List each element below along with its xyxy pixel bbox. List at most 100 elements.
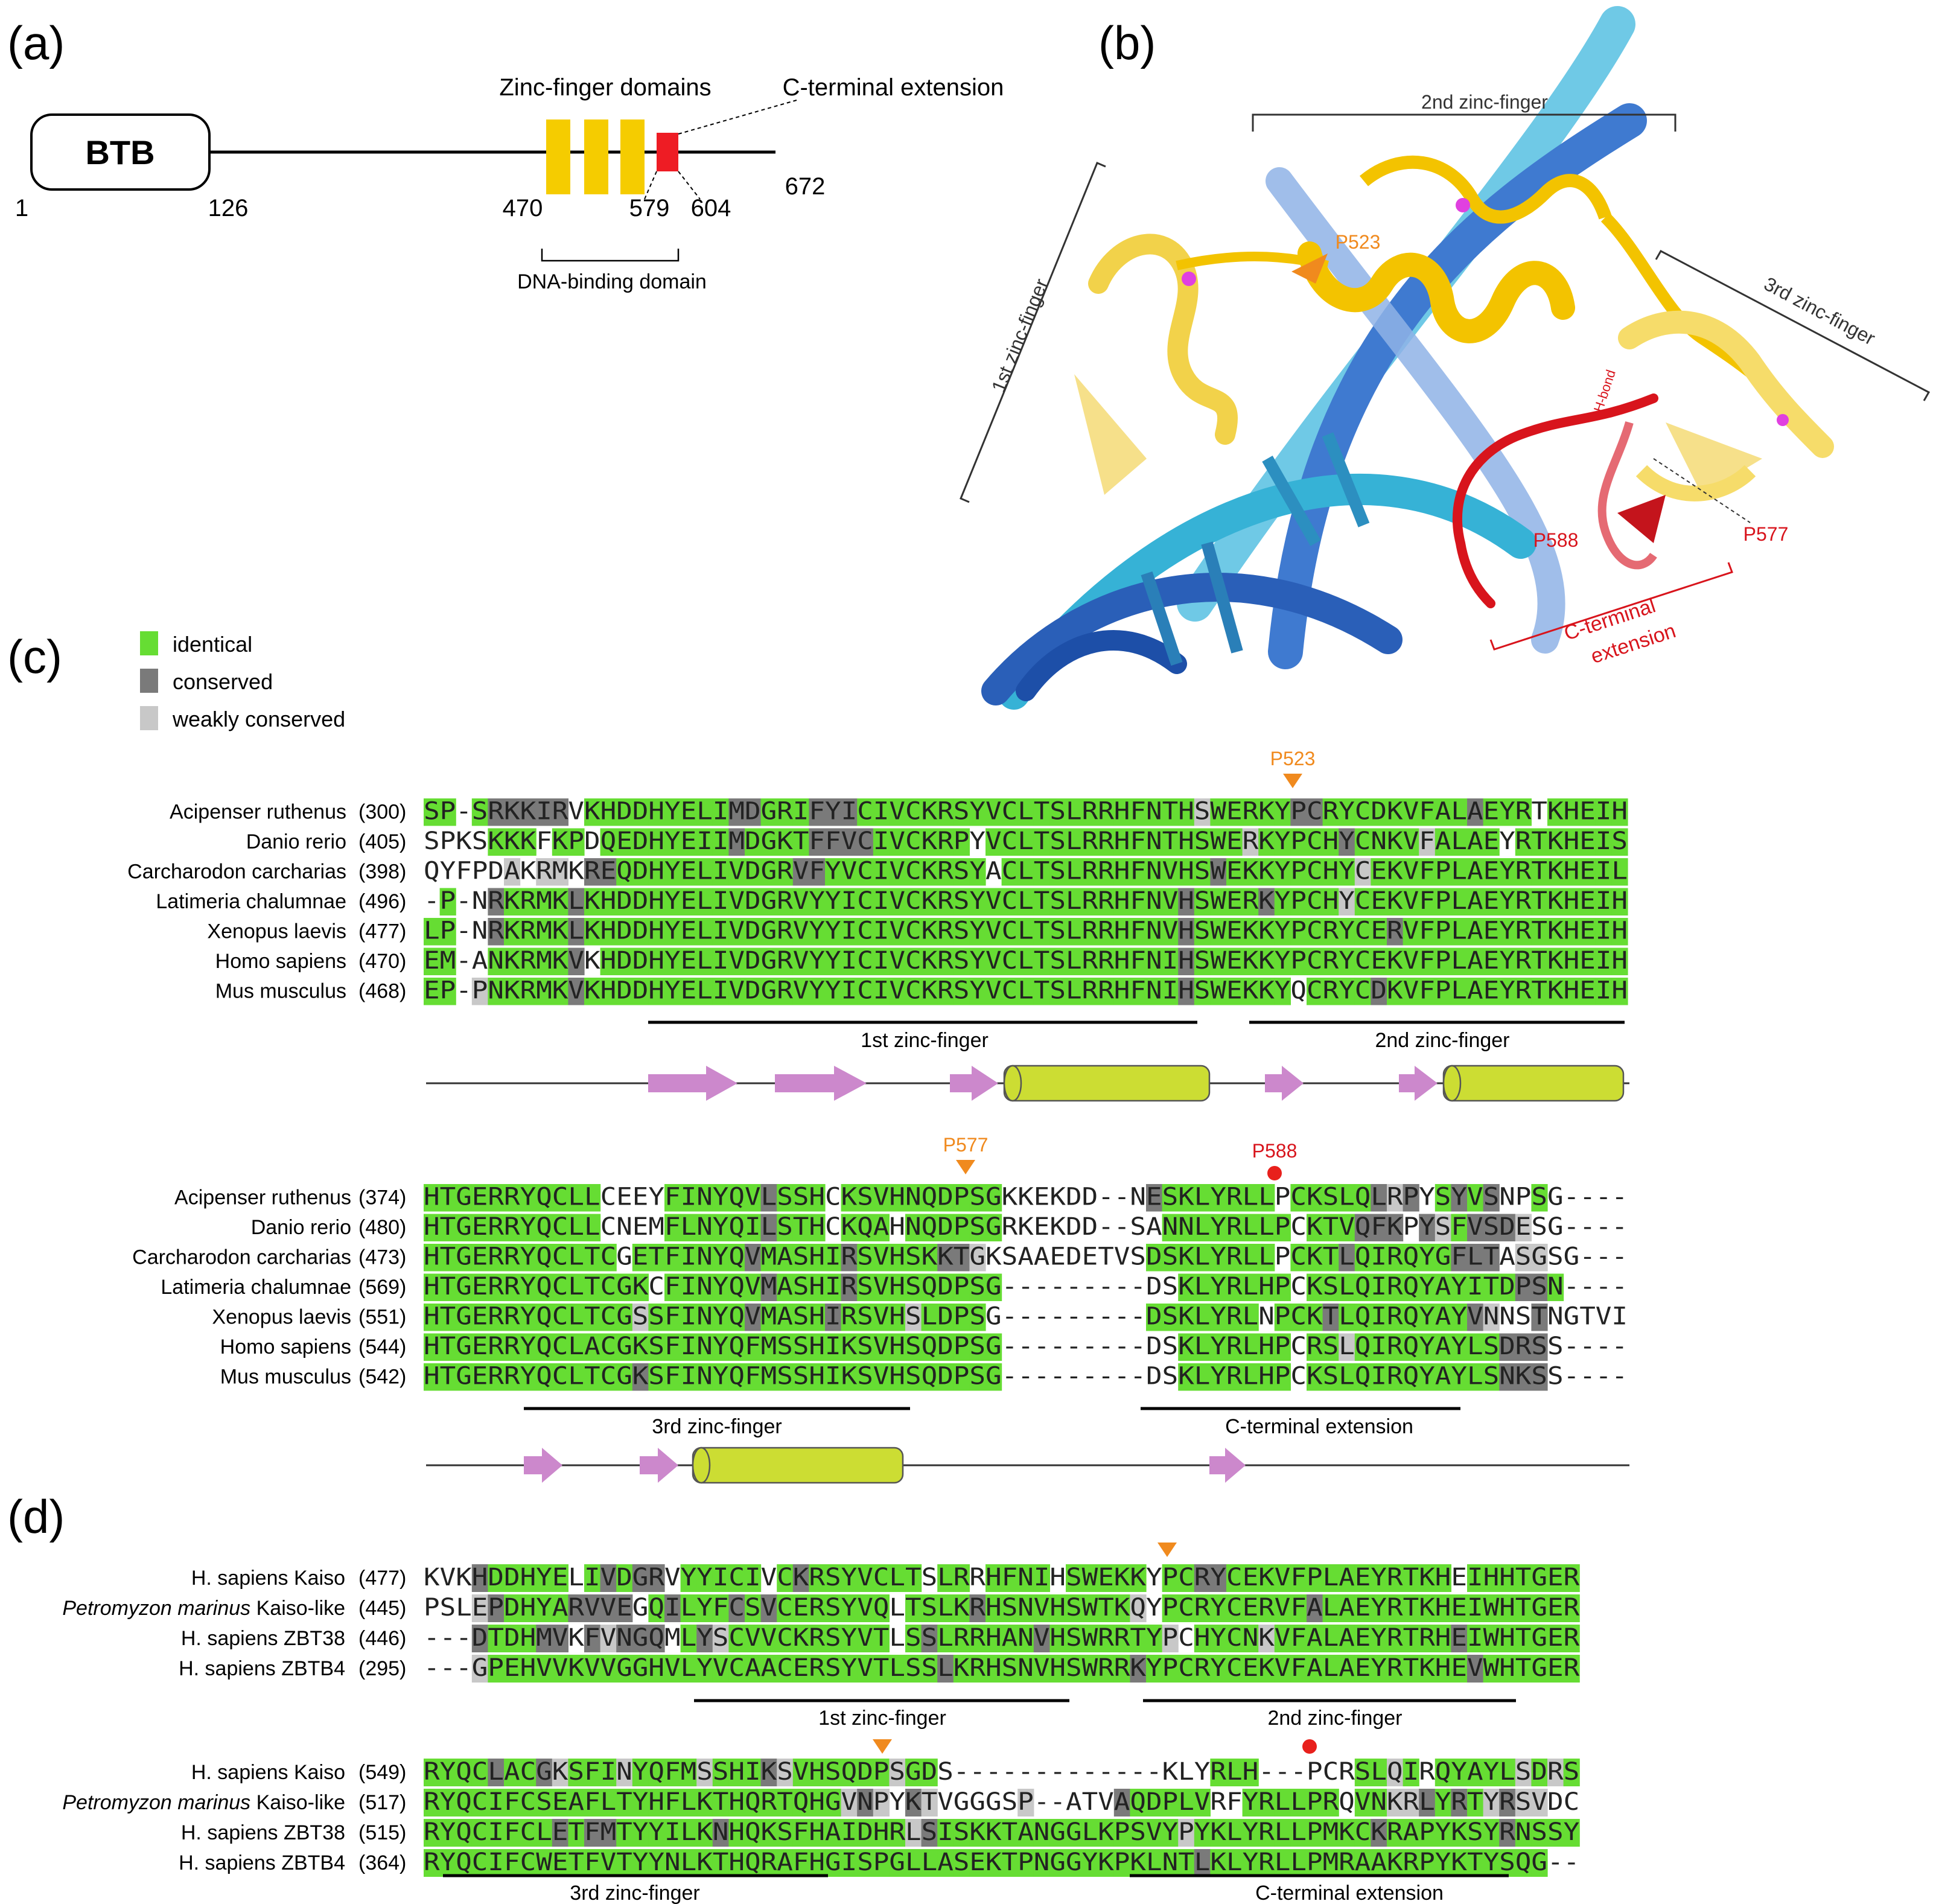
- residue-shade: [1451, 1655, 1468, 1683]
- residue-shade: [1354, 1564, 1371, 1592]
- residue-shade: [905, 1849, 922, 1877]
- residue-shade: [520, 918, 537, 946]
- residue-shade: [1178, 1849, 1195, 1877]
- residue-shade: [1354, 828, 1371, 856]
- residue-shade: [905, 1594, 922, 1622]
- residue-shade: [1354, 888, 1371, 915]
- residue-shade: [760, 1273, 777, 1301]
- residue-shade: [921, 1759, 938, 1786]
- marker-d2-triangle: [873, 1739, 892, 1754]
- species-name: Carcharodon carcharias: [132, 1246, 351, 1269]
- residue-shade: [488, 1819, 505, 1847]
- sequence-start-number: (295): [358, 1657, 406, 1680]
- residue-shade: [857, 888, 874, 915]
- residue-shade: [1258, 1594, 1275, 1622]
- residue-shade: [1194, 1214, 1211, 1241]
- residue-shade: [873, 1759, 890, 1786]
- residue-shade: [1419, 1655, 1436, 1683]
- residue-shade: [1403, 918, 1419, 946]
- residue-shade: [520, 1273, 537, 1301]
- residue-shade: [504, 1594, 521, 1622]
- residue-shade: [937, 1184, 954, 1212]
- residue-shade: [488, 1594, 505, 1622]
- residue-shade: [1451, 918, 1468, 946]
- residue-shade: [712, 798, 729, 826]
- beta-strand: [1209, 1448, 1246, 1483]
- residue-shade: [520, 947, 537, 975]
- residue-shade: [1451, 1789, 1468, 1816]
- residue-shade: [1130, 918, 1147, 946]
- residue-shade: [632, 947, 649, 975]
- residue-shade: [552, 1184, 568, 1212]
- residue-shade: [1146, 1655, 1163, 1683]
- residue-shade: [873, 1655, 890, 1683]
- residue-shade: [986, 1819, 1002, 1847]
- residue-shade: [1371, 1244, 1387, 1272]
- residue-shade: [921, 798, 938, 826]
- residue-shade: [536, 888, 553, 915]
- sequence-start-number: (517): [358, 1791, 406, 1814]
- residue-shade: [1434, 1214, 1451, 1241]
- residue-shade: [1210, 1819, 1227, 1847]
- residue-shade: [792, 1363, 809, 1391]
- residue-shade: [648, 1819, 665, 1847]
- panel-c-legend: (c) identical conserved weakly conserved: [7, 630, 345, 731]
- residue-shade: [712, 1789, 729, 1816]
- residue-shade: [1419, 918, 1436, 946]
- residue-shade: [664, 1759, 681, 1786]
- residue-shade: [921, 1594, 938, 1622]
- residue-shade: [584, 1849, 601, 1877]
- residue-shade: [1531, 1819, 1548, 1847]
- legend-swatch-conserved: [140, 669, 158, 693]
- residue-shade: [728, 1333, 745, 1361]
- residue-shade: [937, 947, 954, 975]
- residue-shade: [712, 1244, 729, 1272]
- residue-shade: [568, 1304, 585, 1331]
- residue-shade: [873, 1564, 890, 1592]
- residue-shade: [1467, 947, 1484, 975]
- residue-shade: [1387, 918, 1404, 946]
- residue-shade: [1515, 1594, 1532, 1622]
- residue-shade: [809, 828, 826, 856]
- residue-shade: [648, 1789, 665, 1816]
- residue-shade: [1162, 888, 1179, 915]
- residue-shade: [1242, 947, 1259, 975]
- residue-shade: [1194, 1564, 1211, 1592]
- residue-shade: [969, 918, 986, 946]
- residue-shade: [953, 1273, 970, 1301]
- sequence-text: LP-NRKRMKLKHDDHYELIVDGRVYYICIVCKRSYVCLTS…: [424, 917, 1628, 945]
- residue-shade: [873, 1363, 890, 1391]
- sequence-start-number: (569): [358, 1276, 406, 1299]
- sequence-start-number: (364): [358, 1851, 406, 1874]
- residue-shade: [680, 1184, 697, 1212]
- residue-shade: [439, 1304, 456, 1331]
- residue-shade: [504, 1564, 521, 1592]
- residue-shade: [1001, 947, 1018, 975]
- zf2-label-b: 2nd zinc-finger: [1421, 91, 1548, 113]
- species-italic: Petromyzon marinus: [62, 1791, 250, 1814]
- residue-shade: [696, 918, 713, 946]
- residue-shade: [1001, 798, 1018, 826]
- pos-672: 672: [785, 173, 826, 200]
- residue-shade: [1194, 828, 1211, 856]
- residue-shade: [986, 888, 1002, 915]
- residue-shade: [1017, 1625, 1034, 1652]
- p523-label: P523: [1336, 231, 1381, 253]
- residue-shade: [745, 1759, 762, 1786]
- residue-shade: [953, 1363, 970, 1391]
- residue-shade: [1322, 1333, 1339, 1361]
- residue-shade: [937, 918, 954, 946]
- residue-shade: [568, 978, 585, 1005]
- cterm-leader-line-right: [678, 171, 701, 200]
- residue-shade: [1146, 978, 1163, 1005]
- residue-shade: [1451, 1273, 1468, 1301]
- residue-shade: [1210, 888, 1227, 915]
- residue-shade: [552, 1849, 568, 1877]
- residue-shade: [1098, 1849, 1115, 1877]
- p588-label: P588: [1533, 529, 1579, 551]
- residue-shade: [969, 1244, 986, 1272]
- sequence-start-number: (374): [358, 1186, 406, 1209]
- residue-shade: [1547, 918, 1564, 946]
- residue-shade: [905, 1184, 922, 1212]
- residue-shade: [1451, 1819, 1468, 1847]
